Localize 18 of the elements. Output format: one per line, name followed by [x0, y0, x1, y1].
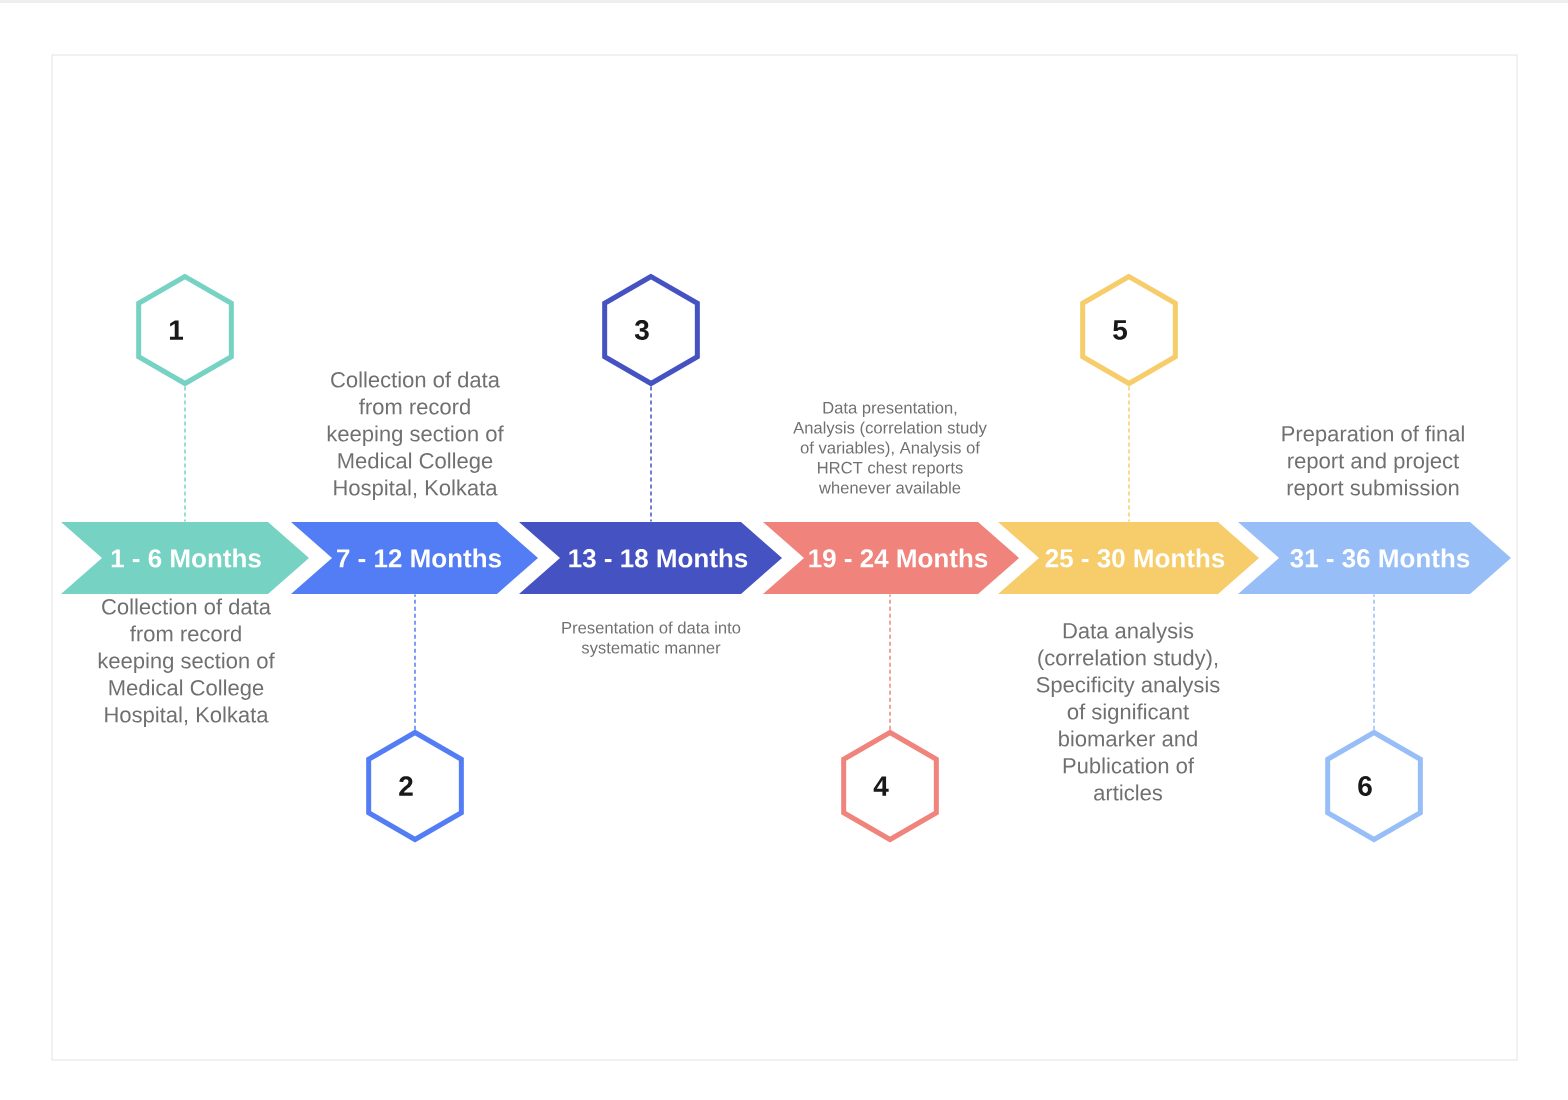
- timeline-segment: 13 - 18 Months: [519, 522, 782, 594]
- description-text: Collection of data from record keeping section of Medical College Hospital, Kolkata: [98, 598, 275, 727]
- description-text: Presentation of data into systematic manner: [562, 621, 741, 657]
- timeline-segment: 25 - 30 Months: [998, 522, 1259, 594]
- description-text: Data presentation, Analysis (correlation study of variables), Analysis of HRCT chest reports whenever available: [793, 401, 987, 494]
- dotted-connector: [1128, 385, 1130, 523]
- timeline-segment: 31 - 36 Months: [1238, 522, 1511, 594]
- dotted-connector: [889, 593, 891, 731]
- dotted-connector: [650, 385, 652, 523]
- dotted-connector: [184, 385, 186, 523]
- dotted-connector: [1373, 593, 1375, 731]
- timeline-segment: 19 - 24 Months: [763, 522, 1019, 594]
- description-text: Collection of data from record keeping section of Medical College Hospital, Kolkata: [327, 371, 504, 500]
- description-text: Preparation of final report and project report submission: [1282, 425, 1464, 500]
- timeline-segment: 1 - 6 Months: [61, 522, 309, 594]
- description-text: Data analysis (correlation study), Specificity analysis of significant biomarker and Publication of articles: [1036, 622, 1220, 801]
- dotted-connector: [414, 593, 416, 731]
- timeline-segment: 7 - 12 Months: [291, 522, 538, 594]
